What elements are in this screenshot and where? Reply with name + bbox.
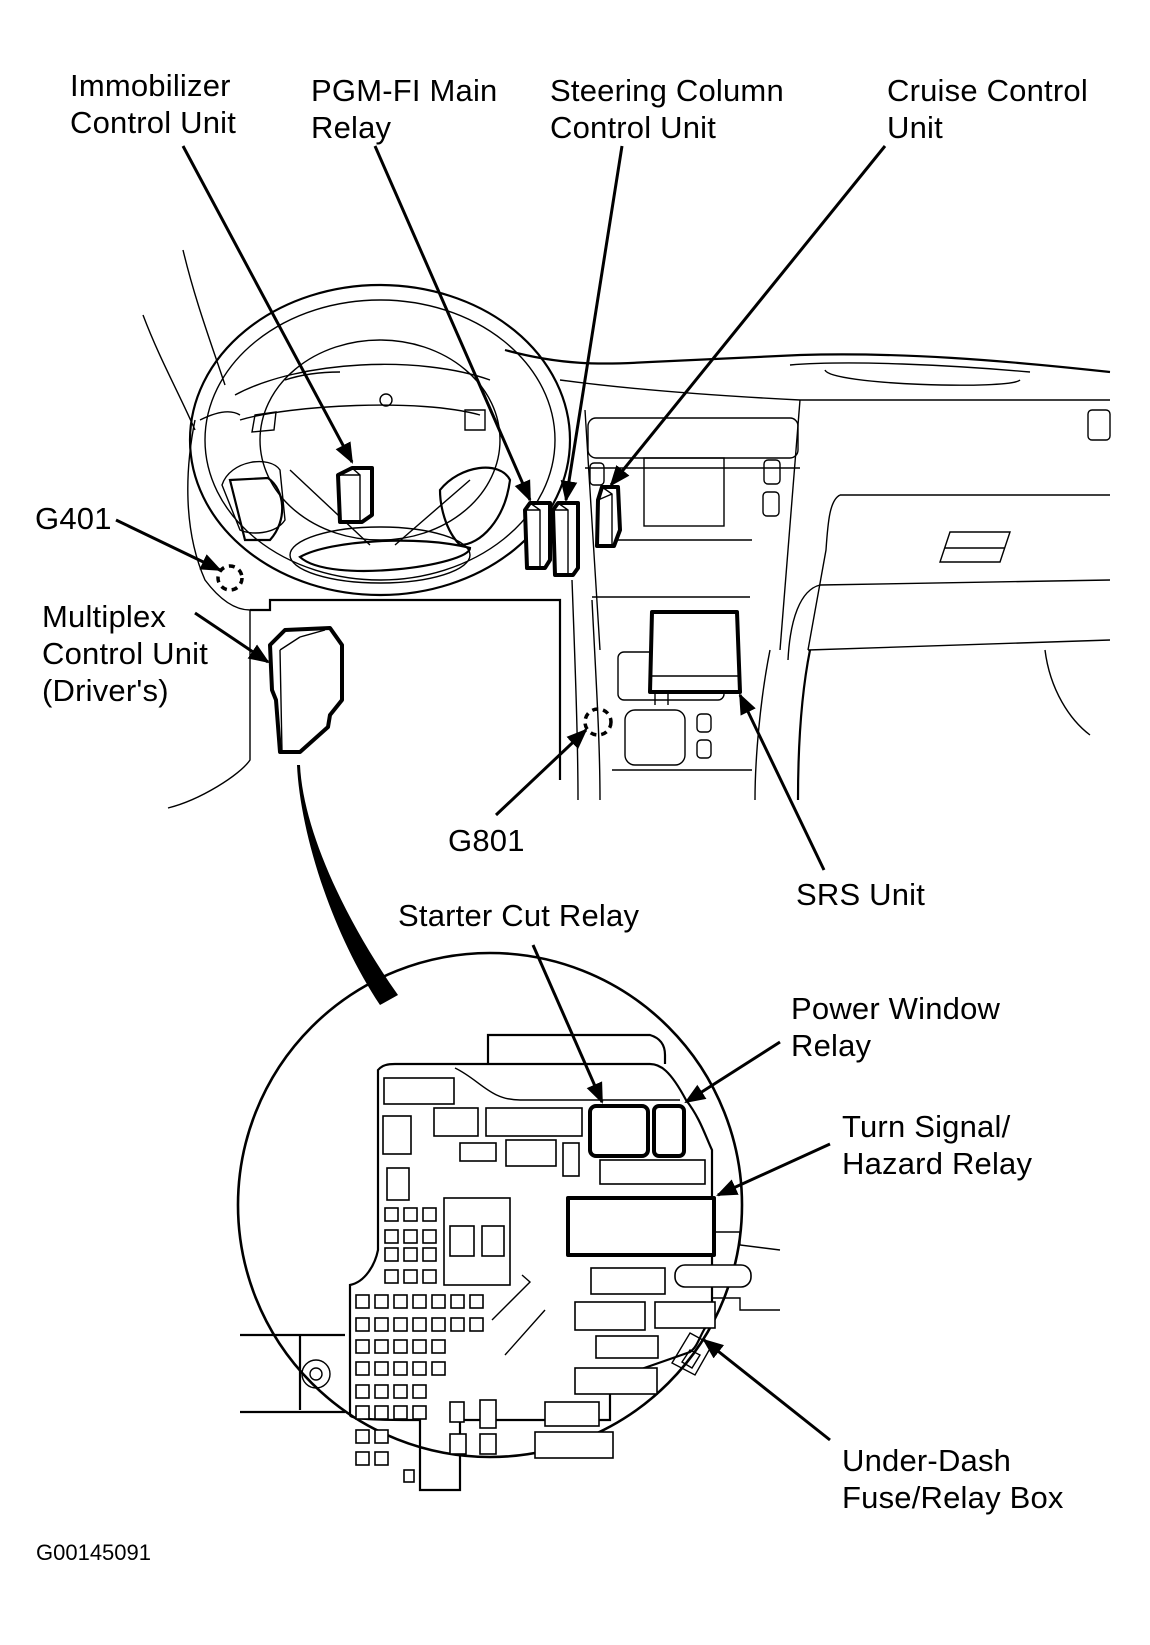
- mini-fuse: [384, 1229, 399, 1244]
- label-line: G401: [35, 501, 112, 536]
- under-dash-fuse-relay-box-detail: [236, 951, 781, 1492]
- label-line: Relay: [311, 110, 392, 145]
- mini-fuse: [355, 1361, 370, 1376]
- mini-fuse: [422, 1229, 437, 1244]
- label-line: Relay: [791, 1028, 872, 1063]
- mini-fuse: [422, 1269, 437, 1284]
- mini-fuse: [384, 1207, 399, 1222]
- label-line: Control Unit: [42, 636, 209, 671]
- label-line: PGM-FI Main: [311, 73, 498, 108]
- mini-fuse: [431, 1294, 446, 1309]
- mini-fuse: [412, 1294, 427, 1309]
- leader-lines: [115, 145, 887, 1442]
- mini-fuse: [412, 1384, 427, 1399]
- mini-fuse: [469, 1294, 484, 1309]
- detail-connector: [297, 765, 398, 1005]
- mini-fuse: [412, 1361, 427, 1376]
- mini-fuse: [403, 1229, 418, 1244]
- figure-id: G00145091: [36, 1540, 151, 1565]
- mini-fuse: [393, 1384, 408, 1399]
- mini-fuse: [450, 1317, 465, 1332]
- pgm-fi-main-relay: [523, 501, 552, 570]
- label-line: (Driver's): [42, 673, 169, 708]
- turn-signal-hazard-relay: [566, 1196, 716, 1257]
- label-line: Steering Column: [550, 73, 784, 108]
- cruise-control-unit: [595, 485, 622, 548]
- mini-fuse: [422, 1247, 437, 1262]
- mini-fuse: [412, 1339, 427, 1354]
- label-cruise-control-unit: Cruise Control Unit: [887, 72, 1088, 146]
- mini-fuse: [355, 1429, 370, 1444]
- mini-fuse: [374, 1405, 389, 1420]
- mini-fuse: [403, 1207, 418, 1222]
- mini-fuse: [431, 1317, 446, 1332]
- mini-fuse: [355, 1339, 370, 1354]
- label-line: G801: [448, 823, 525, 858]
- mini-fuse: [412, 1405, 427, 1420]
- label-line: Immobilizer: [70, 68, 231, 103]
- label-line: Control Unit: [70, 105, 237, 140]
- label-under-dash-fuse-relay-box: Under-Dash Fuse/Relay Box: [842, 1442, 1064, 1516]
- label-line: Under-Dash: [842, 1443, 1012, 1478]
- mini-fuse: [355, 1405, 370, 1420]
- mini-fuse: [374, 1429, 389, 1444]
- mini-fuse: [374, 1384, 389, 1399]
- label-immobilizer-control-unit: Immobilizer Control Unit: [70, 67, 236, 141]
- mini-fuse: [393, 1405, 408, 1420]
- mini-fuse: [422, 1207, 437, 1222]
- mini-fuse: [374, 1361, 389, 1376]
- label-line: Unit: [887, 110, 943, 145]
- label-starter-cut-relay: Starter Cut Relay: [398, 897, 639, 934]
- g801-ground-point: [583, 707, 613, 737]
- mini-fuse: [384, 1247, 399, 1262]
- label-line: Hazard Relay: [842, 1146, 1033, 1181]
- power-window-relay: [652, 1104, 686, 1158]
- mini-fuse: [393, 1294, 408, 1309]
- mini-fuse: [403, 1247, 418, 1262]
- label-multiplex-control-unit: Multiplex Control Unit (Driver's): [42, 598, 208, 709]
- label-srs-unit: SRS Unit: [796, 876, 925, 913]
- mini-fuse: [384, 1269, 399, 1284]
- label-pgm-fi-main-relay: PGM-FI Main Relay: [311, 72, 498, 146]
- mini-fuse: [412, 1317, 427, 1332]
- label-line: Starter Cut Relay: [398, 898, 640, 933]
- mini-fuse: [374, 1294, 389, 1309]
- label-power-window-relay: Power Window Relay: [791, 990, 1000, 1064]
- starter-cut-relay: [588, 1104, 650, 1158]
- mini-fuse: [374, 1451, 389, 1466]
- label-line: Power Window: [791, 991, 1001, 1026]
- mini-fuse: [355, 1317, 370, 1332]
- label-g801: G801: [448, 822, 525, 859]
- mini-fuse: [393, 1317, 408, 1332]
- label-steering-column-control-unit: Steering Column Control Unit: [550, 72, 784, 146]
- mini-fuse: [431, 1361, 446, 1376]
- mini-fuse: [393, 1361, 408, 1376]
- label-line: SRS Unit: [796, 877, 926, 912]
- g401-ground-point: [216, 564, 244, 592]
- dashboard-illustration: [142, 249, 1111, 809]
- multiplex-control-unit: [268, 626, 344, 754]
- label-line: Fuse/Relay Box: [842, 1480, 1064, 1515]
- mini-fuse: [393, 1339, 408, 1354]
- label-line: Multiplex: [42, 599, 167, 634]
- label-turn-signal-hazard-relay: Turn Signal/ Hazard Relay: [842, 1108, 1032, 1182]
- label-g401: G401: [35, 500, 112, 537]
- mini-fuse: [403, 1269, 418, 1284]
- mini-fuse: [374, 1317, 389, 1332]
- srs-unit: [648, 610, 742, 694]
- mini-fuse: [450, 1294, 465, 1309]
- mini-fuse: [355, 1451, 370, 1466]
- steering-column-control-unit: [551, 501, 580, 577]
- label-line: Turn Signal/: [842, 1109, 1011, 1144]
- label-line: Cruise Control: [887, 73, 1088, 108]
- mini-fuse: [374, 1339, 389, 1354]
- immobilizer-control-unit: [336, 466, 374, 524]
- label-line: Control Unit: [550, 110, 717, 145]
- mini-fuse: [355, 1294, 370, 1309]
- mini-fuse: [355, 1384, 370, 1399]
- mini-fuse: [469, 1317, 484, 1332]
- mini-fuse: [431, 1339, 446, 1354]
